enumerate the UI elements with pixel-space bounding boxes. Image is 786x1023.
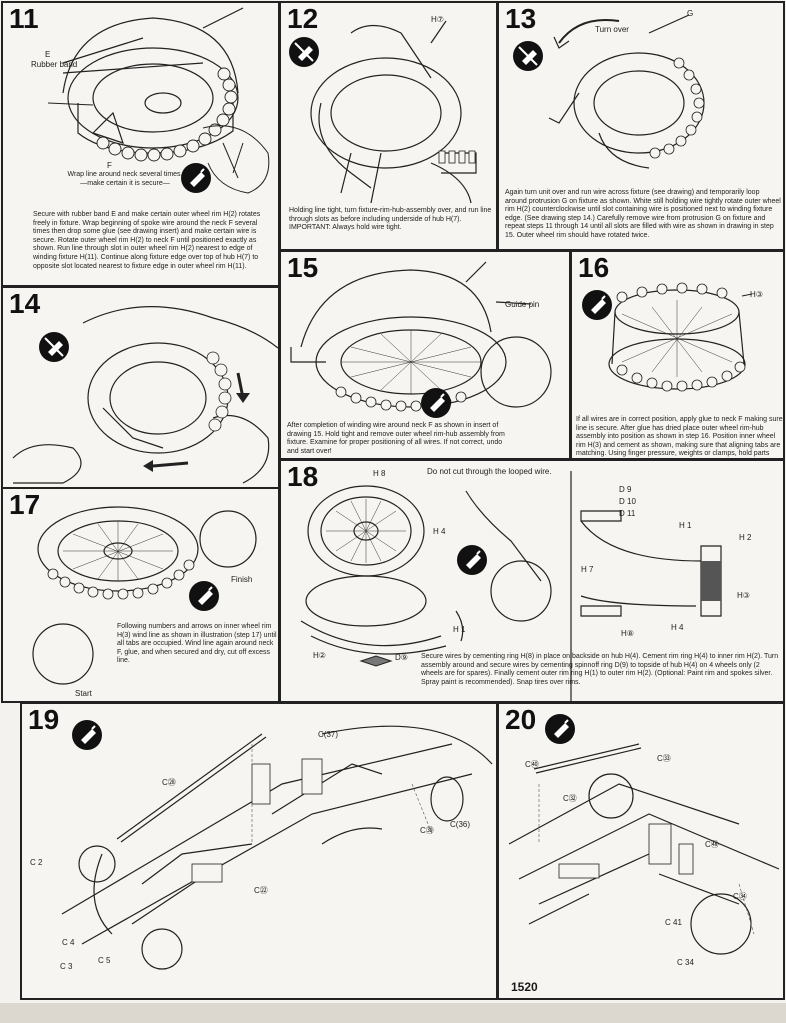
chassis-rear-assembly-illustration [508, 743, 780, 955]
label-h4-right: H 4 [671, 623, 684, 632]
label-start: Start [75, 689, 92, 698]
label-c34-top: C㉞ [733, 892, 747, 901]
step-11-text: Secure with rubber band E and make certa… [33, 211, 261, 270]
step-number: 11 [9, 3, 39, 34]
step-18-text: Secure wires by cementing ring H(8) in p… [421, 653, 779, 686]
label-h8: H 8 [373, 469, 386, 478]
label-h7: H 7 [581, 565, 594, 574]
label-c48: C㊽ [705, 840, 719, 849]
step-12-panel: 12 H⑦ Holding line tight, turn fixture-r… [279, 1, 498, 251]
winding-fixture-illustration [47, 7, 270, 194]
page-bottom-edge [0, 1003, 786, 1023]
fixture-turned-illustration [310, 20, 477, 204]
turn-over-illustration [548, 14, 705, 169]
label-c2: C 2 [30, 858, 43, 867]
label-d9-right: D 9 [619, 485, 632, 494]
glue-bottle-icon [421, 388, 451, 418]
step-number: 13 [505, 3, 537, 34]
label-rubber-band: Rubber band [31, 60, 78, 69]
label-d11: D 11 [619, 509, 636, 518]
step-12-text: Holding line tight, turn fixture-rim-hub… [289, 207, 492, 232]
label-e: E [45, 50, 51, 59]
label-c40: C㊵ [525, 760, 539, 769]
label-d9: D⑨ [395, 653, 408, 662]
no-glue-icon [289, 37, 319, 67]
label-c32: C㉜ [563, 794, 577, 803]
glue-bottle-icon [457, 545, 487, 575]
glue-bottle-icon [181, 163, 211, 193]
label-h4: H 4 [433, 527, 446, 536]
label-c34: C 34 [677, 958, 694, 967]
label-c3: C 3 [60, 962, 73, 971]
label-h8-right: H⑧ [621, 629, 634, 638]
step-number: 19 [28, 704, 60, 735]
step-number: 18 [287, 461, 319, 492]
warning-do-not-cut: Do not cut through the looped wire. [427, 467, 552, 476]
step-number: 12 [287, 3, 319, 34]
glue-bottle-icon [189, 581, 219, 611]
step-16-text: If all wires are in correct position, ap… [576, 416, 783, 458]
step-14-panel: 14 [1, 286, 280, 489]
step-11-panel: 11 [1, 1, 280, 287]
label-h7: H⑦ [431, 15, 444, 24]
inner-rim-winding-illustration [32, 506, 257, 685]
glue-bottle-icon [72, 720, 102, 750]
step-17-text: Following numbers and arrows on inner wh… [117, 623, 277, 665]
glue-bottle-icon [582, 290, 612, 320]
label-f: F [107, 161, 112, 170]
label-c4: C 4 [62, 938, 75, 947]
chassis-front-assembly-illustration [61, 725, 493, 970]
page-number: 1520 [511, 980, 538, 994]
label-c36: C(36) [450, 820, 471, 829]
step-19-panel: 19 [20, 702, 498, 1000]
wheel-assembly-exploded-illustration [300, 471, 722, 701]
step-20-panel: 20 C㊵ C㉝ C㉜ [497, 702, 785, 1000]
label-h2-right: H 2 [739, 533, 752, 542]
step-16-panel: 16 H③ If all wire [570, 250, 785, 460]
label-c5: C 5 [98, 956, 111, 965]
label-c41: C 41 [665, 918, 682, 927]
label-c28: C㉘ [162, 778, 176, 787]
label-h3: H③ [750, 290, 763, 299]
step-number: 16 [578, 252, 610, 283]
step-15-text: After completion of winding wire around … [287, 422, 505, 455]
label-c22: C㉒ [254, 886, 268, 895]
step-number: 17 [9, 489, 41, 520]
rim-assembly-illustration [608, 282, 753, 392]
step-number: 14 [9, 288, 41, 319]
wrap-callout: Wrap line around neck several times. —ma… [67, 171, 183, 187]
glue-bottle-icon [545, 714, 575, 744]
step-number: 15 [287, 252, 319, 283]
label-d10: D 10 [619, 497, 636, 506]
step-13-panel: 13 G Turn over Again turn unit over and … [497, 1, 785, 251]
hands-holding-fixture-illustration [12, 306, 278, 484]
label-c33: C㉝ [657, 754, 671, 763]
no-glue-icon [513, 41, 543, 71]
label-g: G [687, 9, 694, 18]
label-c37: C(37) [318, 730, 339, 739]
no-glue-icon [39, 332, 69, 362]
label-guide-pin: Guide pin [505, 300, 540, 309]
step-13-text: Again turn unit over and run wire across… [505, 189, 781, 239]
step-15-panel: 15 Guide pin [279, 250, 571, 460]
step-17-panel: 17 Finish Start [1, 487, 280, 703]
step-18-panel: 18 [279, 459, 785, 703]
label-c39: C㊴ [420, 826, 434, 835]
step-number: 20 [505, 704, 537, 735]
label-turn-over: Turn over [595, 25, 629, 34]
label-h3-right: H③ [737, 591, 750, 600]
label-finish: Finish [231, 575, 253, 584]
label-h1-right: H 1 [679, 521, 692, 530]
label-h1: H 1 [453, 625, 466, 634]
label-h2: H② [313, 651, 326, 660]
